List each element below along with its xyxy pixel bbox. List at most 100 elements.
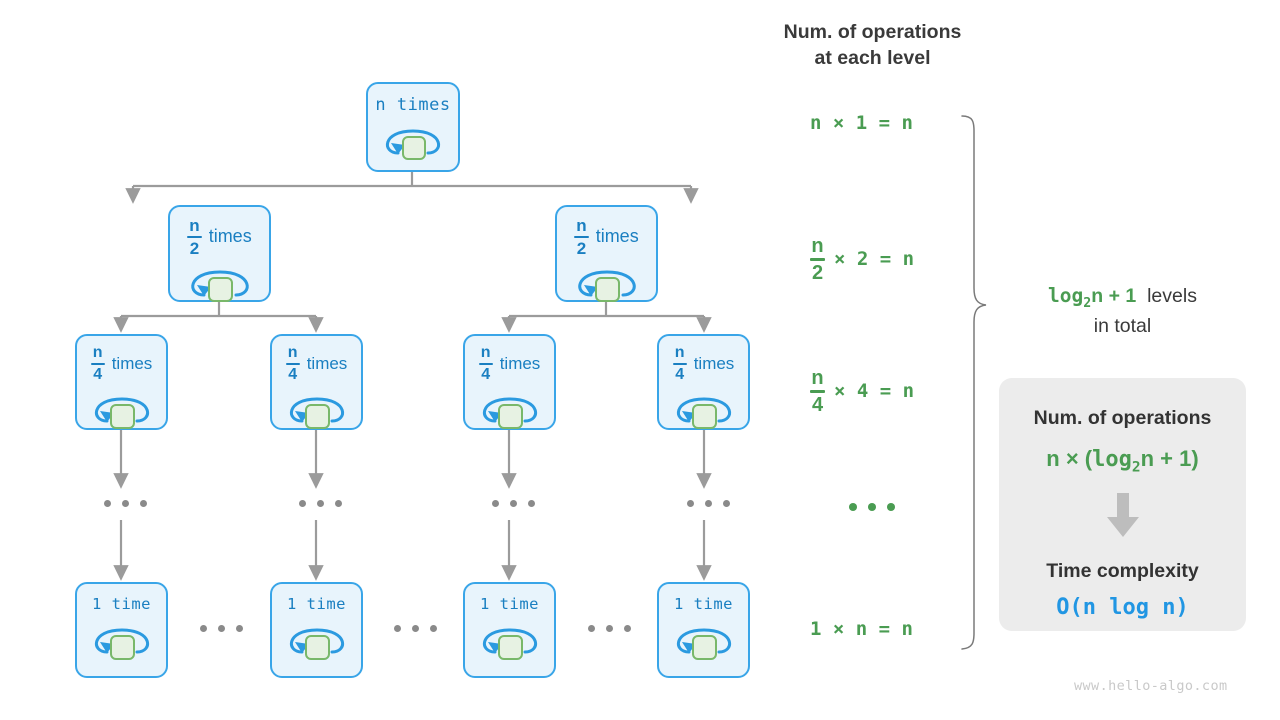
levels-formula-line: log2n + 1 levels [1010, 283, 1235, 313]
node-label: 1 time [92, 595, 151, 613]
node-label: n 4 times [672, 344, 735, 383]
tree-node-L5d[interactable]: 1 time [657, 582, 750, 678]
loop-arrow-icon [667, 617, 741, 661]
dot [299, 500, 306, 507]
formula-prefix: n × ( [1046, 446, 1093, 471]
ops-fraction: n 2 [810, 236, 825, 283]
fraction-numerator: n [674, 344, 685, 361]
panel-head-operations: Num. of operations [1033, 407, 1212, 429]
tree-node-root[interactable]: n times [366, 82, 460, 172]
ops-row-1: n × 1 = n [810, 112, 913, 134]
dot [236, 625, 243, 632]
node-label: n times [375, 95, 450, 115]
dot [849, 503, 857, 511]
node-label: n 2 times [574, 216, 639, 257]
operation-box [594, 276, 620, 302]
dot [868, 503, 876, 511]
loop-arrow-icon [376, 120, 450, 162]
node-label-word: times [693, 353, 735, 373]
dot [887, 503, 895, 511]
tree-node-L2b[interactable]: n 2 times [555, 205, 658, 302]
node-label: 1 time [480, 595, 539, 613]
fraction-bar [187, 235, 202, 238]
fraction-numerator: n [92, 344, 103, 361]
node-label: n 4 times [285, 344, 348, 383]
fraction: n 2 [574, 216, 589, 257]
tree-node-L3b[interactable]: n 4 times [270, 334, 363, 430]
fraction-bar [574, 235, 589, 238]
ops-row-5: 1 × n = n [810, 618, 913, 640]
leaf-ellipsis-2 [394, 625, 437, 632]
node-label-word: times [499, 353, 541, 373]
fraction: n 4 [285, 344, 300, 383]
fraction-denominator: 4 [675, 365, 685, 383]
levels-log-text: log [1048, 284, 1084, 307]
level-brace [961, 115, 987, 650]
ops-title-line2: at each level [814, 46, 931, 69]
tree-ellipsis-3 [492, 500, 535, 507]
node-label-text: 1 time [287, 595, 346, 613]
tree-node-L2a[interactable]: n 2 times [168, 205, 271, 302]
watermark: www.hello-algo.com [1074, 678, 1228, 694]
node-label-word: times [306, 353, 348, 373]
tree-ellipsis-4 [687, 500, 730, 507]
levels-formula-tail: n + 1 [1091, 285, 1137, 307]
node-label: 1 time [287, 595, 346, 613]
tree-node-L5b[interactable]: 1 time [270, 582, 363, 678]
leaf-ellipsis-3 [588, 625, 631, 632]
dot [492, 500, 499, 507]
ops-row-text: × 2 = n [834, 248, 915, 271]
fraction-denominator: 2 [811, 261, 824, 284]
node-label: n 4 times [90, 344, 153, 383]
node-label-text: n times [375, 95, 451, 115]
fraction-bar [90, 362, 105, 365]
loop-arrow-icon [180, 260, 260, 302]
fraction-numerator: n [480, 344, 491, 361]
fraction-numerator: n [576, 216, 587, 235]
panel-big-o: O(n log n) [1056, 595, 1189, 621]
ops-fraction: n 4 [810, 368, 825, 415]
ops-row-4-ellipsis [849, 503, 895, 511]
loop-arrow-icon [667, 386, 741, 429]
fraction-numerator: n [189, 216, 200, 235]
loop-arrow-icon [85, 386, 159, 429]
tree-node-L5a[interactable]: 1 time [75, 582, 168, 678]
node-label-text: 1 time [92, 595, 151, 613]
tree-node-L5c[interactable]: 1 time [463, 582, 556, 678]
node-label: n 4 times [478, 344, 541, 383]
dot [104, 500, 111, 507]
loop-arrow-icon [473, 386, 547, 429]
node-label: n 2 times [187, 216, 252, 257]
loop-arrow-icon [280, 617, 354, 661]
dot [624, 625, 631, 632]
operation-box [109, 635, 135, 660]
tree-node-L3c[interactable]: n 4 times [463, 334, 556, 430]
fraction-denominator: 4 [811, 393, 824, 416]
dot [705, 500, 712, 507]
fraction-bar [810, 258, 825, 261]
levels-line2: in total [1093, 314, 1152, 337]
ops-column-title: Num. of operations at each level [760, 20, 985, 71]
dot [606, 625, 613, 632]
operation-box [497, 403, 523, 429]
loop-arrow-icon [280, 386, 354, 429]
loop-arrow-icon [473, 617, 547, 661]
ops-title-line1: Num. of operations [783, 21, 962, 43]
fraction-numerator: n [287, 344, 298, 361]
ops-row-2: n 2 × 2 = n [810, 236, 914, 283]
fraction-denominator: 4 [481, 365, 491, 383]
tree-node-L3a[interactable]: n 4 times [75, 334, 168, 430]
node-label-word: times [111, 353, 153, 373]
dot [140, 500, 147, 507]
tree-node-L3d[interactable]: n 4 times [657, 334, 750, 430]
operation-box [402, 136, 426, 160]
node-label: 1 time [674, 595, 733, 613]
node-label-text: 1 time [674, 595, 733, 613]
dot [122, 500, 129, 507]
node-label-word: times [208, 226, 252, 247]
loop-arrow-icon [85, 617, 159, 661]
dot [510, 500, 517, 507]
result-panel: Num. of operations n × (log2n + 1) Time … [999, 378, 1246, 631]
